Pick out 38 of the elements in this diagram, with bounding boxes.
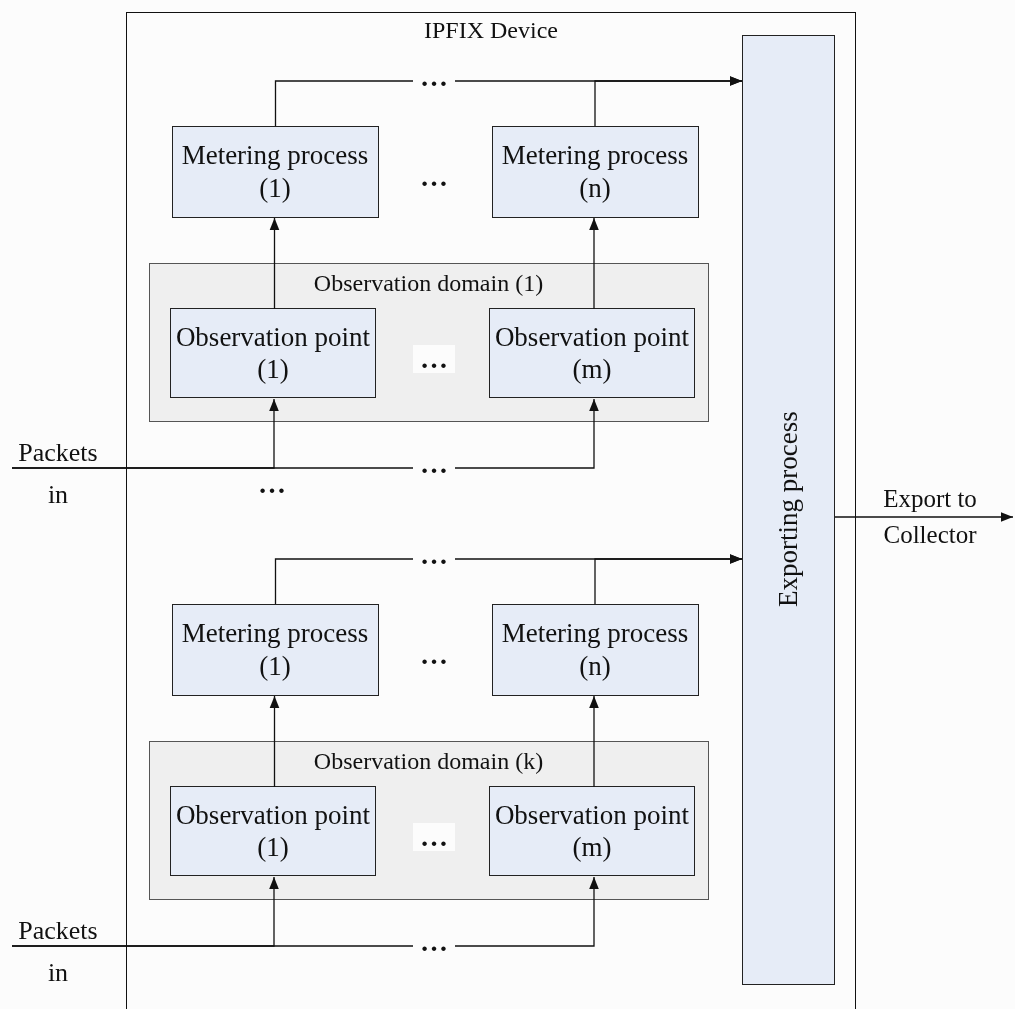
box-label: Metering process (n) (500, 139, 690, 204)
domain-panel (148, 262, 709, 422)
frame-title: IPFIX Device (423, 17, 559, 44)
arrow (589, 217, 599, 310)
ellipsis: … (413, 345, 455, 373)
box-label: Metering process (1) (180, 139, 370, 204)
box-label: Observation point (m) (493, 798, 691, 864)
box-label: Exporting process (771, 411, 804, 608)
ellipsis: … (413, 823, 455, 851)
process-box (171, 125, 379, 218)
arrow (269, 695, 280, 788)
arrow (834, 512, 1014, 522)
process-box (489, 786, 695, 876)
edge-label: Export to Collector (882, 484, 978, 550)
arrow (269, 217, 280, 310)
panel-title: Observation domain (1) (312, 269, 545, 297)
panel-title: Observation domain (k) (312, 747, 545, 775)
process-box (170, 786, 376, 876)
box-label: Observation point (m) (493, 320, 691, 386)
process-box (491, 603, 699, 696)
process-box (741, 34, 835, 985)
arrow (594, 554, 743, 605)
box-label: Observation point (1) (174, 798, 372, 864)
box-label: Metering process (1) (180, 617, 370, 682)
box-label: Metering process (n) (500, 617, 690, 682)
domain-panel (148, 740, 709, 900)
process-box (489, 308, 695, 398)
process-box (171, 603, 379, 696)
device-frame (126, 12, 856, 1009)
input-label: Packets in (18, 438, 98, 509)
process-box (491, 125, 699, 218)
arrow (11, 876, 599, 947)
input-label: Packets in (18, 916, 98, 987)
arrow (11, 398, 599, 469)
arrow (589, 695, 599, 788)
process-box (170, 308, 376, 398)
box-label: Observation point (1) (174, 320, 372, 386)
arrow (594, 76, 743, 127)
